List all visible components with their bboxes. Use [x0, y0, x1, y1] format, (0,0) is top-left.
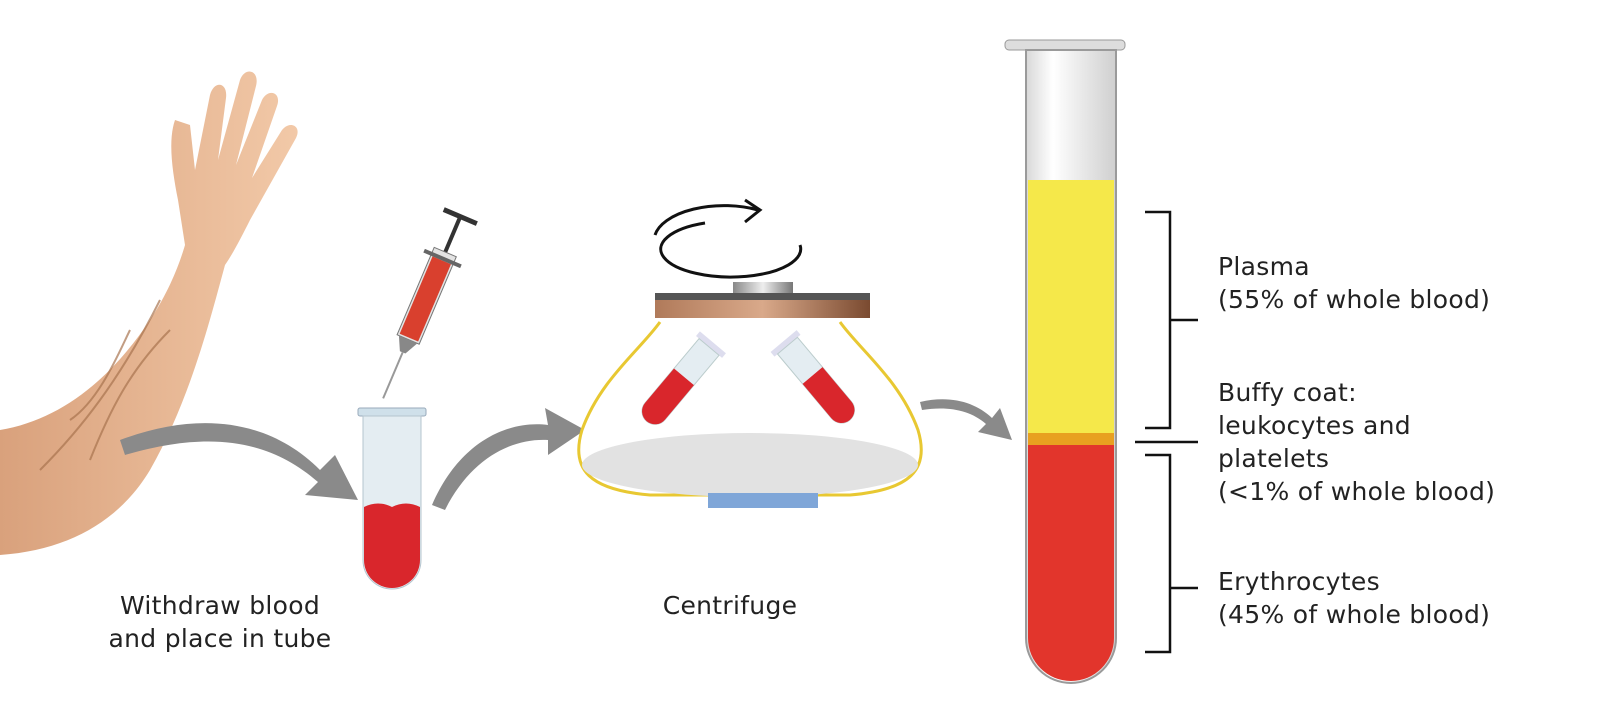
layer-brackets — [1135, 210, 1198, 654]
erythrocytes-name: Erythrocytes — [1218, 567, 1380, 596]
withdraw-line2: and place in tube — [108, 624, 332, 653]
buffy-coat-layer — [1028, 433, 1114, 445]
erythrocyte-layer — [1028, 445, 1114, 681]
syringe-icon — [382, 207, 478, 399]
buffy-share: (<1% of whole blood) — [1218, 477, 1496, 506]
erythrocytes-label: Erythrocytes (45% of whole blood) — [1218, 565, 1490, 631]
buffy-line2: leukocytes and — [1218, 411, 1411, 440]
buffy-name: Buffy coat: — [1218, 378, 1357, 407]
separated-blood-tube — [1004, 39, 1126, 684]
centrifuge-label: Centrifuge — [662, 591, 798, 620]
buffy-coat-label: Buffy coat: leukocytes and platelets (<1… — [1218, 376, 1495, 508]
withdraw-label: Withdraw blood and place in tube — [90, 589, 350, 655]
arrow-icon — [120, 399, 1012, 510]
plasma-layer — [1028, 180, 1114, 433]
buffy-line3: platelets — [1218, 444, 1330, 473]
plasma-name: Plasma — [1218, 252, 1310, 281]
withdraw-line1: Withdraw blood — [119, 591, 321, 620]
blood-tube-small — [357, 407, 427, 590]
plasma-share: (55% of whole blood) — [1218, 285, 1491, 314]
plasma-label: Plasma (55% of whole blood) — [1218, 250, 1490, 316]
arm-icon — [0, 71, 298, 555]
centrifuge-icon — [577, 198, 923, 508]
erythrocytes-share: (45% of whole blood) — [1218, 600, 1491, 629]
